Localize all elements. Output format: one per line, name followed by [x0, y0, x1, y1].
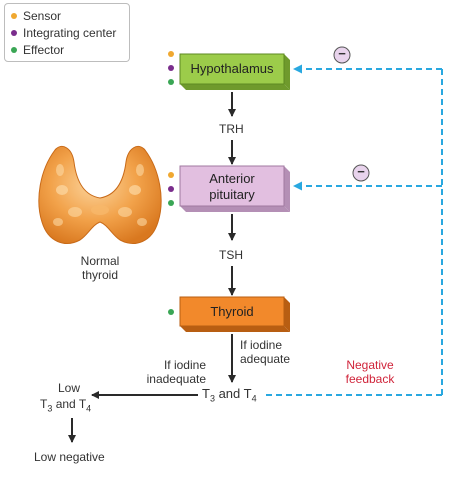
if-iodine-inadequate-line2: inadequate — [146, 372, 206, 386]
integrating-center-dot-icon — [11, 29, 17, 36]
anterior-pituitary-box — [179, 165, 290, 212]
legend-label: Integrating center — [23, 26, 117, 40]
thyroid-label: Thyroid — [210, 304, 254, 319]
integrating-center-dot-icon — [168, 65, 174, 71]
minus-sign-label: − — [338, 46, 346, 61]
t3-t4-and: and T — [214, 386, 252, 401]
negative-feedback-label-line1: Negative — [346, 358, 394, 372]
low-t4-subscript: 4 — [86, 403, 92, 414]
low-t3-t4-and: and T — [52, 397, 87, 411]
legend: Sensor Integrating center Effector — [4, 3, 130, 62]
low-label: Low — [58, 381, 81, 395]
t3-subscript: 3 — [209, 393, 215, 404]
effector-dot-icon — [168, 200, 174, 206]
trh-label: TRH — [219, 122, 244, 136]
effector-dot-icon — [168, 309, 174, 315]
legend-item-effector: Effector — [11, 43, 64, 57]
if-iodine-inadequate-line1: If iodine — [163, 358, 206, 372]
hypothalamus-label: Hypothalamus — [190, 61, 274, 76]
low-t3-t4-label: T3 and T4 — [40, 397, 91, 415]
if-iodine-adequate-line2: adequate — [240, 352, 291, 366]
t4-subscript: 4 — [251, 393, 257, 404]
low-t3-subscript: 3 — [47, 403, 53, 414]
negative-feedback-loop — [266, 64, 443, 396]
minus-sign-label: − — [357, 164, 365, 179]
negative-feedback-label-line2: feedback — [345, 372, 395, 386]
t3-t4-label: T3 and T4 — [202, 387, 257, 406]
sensor-dot-icon — [168, 172, 174, 178]
low-t3-t4-t: T — [40, 397, 48, 411]
integrating-center-dot-icon — [168, 186, 174, 192]
effector-dot-icon — [11, 46, 17, 53]
sensor-dot-icon — [168, 51, 174, 57]
legend-label: Sensor — [23, 9, 62, 23]
hypothalamus-box — [179, 53, 290, 90]
normal-thyroid-label-line1: Normal — [80, 254, 120, 268]
if-iodine-adequate-line1: If iodine — [240, 338, 283, 352]
anterior-pituitary-label-line1: Anterior — [209, 171, 255, 186]
inhibition-minus-icon — [333, 46, 351, 64]
legend-label: Effector — [23, 43, 65, 57]
legend-item-sensor: Sensor — [11, 9, 61, 23]
normal-thyroid-label-line2: thyroid — [81, 268, 119, 282]
effector-dot-icon — [168, 79, 174, 85]
inhibition-minus-icon — [352, 164, 370, 182]
low-negative-label: Low negative — [34, 450, 105, 464]
tsh-label: TSH — [219, 248, 243, 262]
sensor-dot-icon — [11, 12, 17, 19]
t3-t4-t: T — [202, 386, 210, 401]
anterior-pituitary-label-line2: pituitary — [209, 187, 255, 202]
legend-item-integrating-center: Integrating center — [11, 26, 116, 40]
thyroid-box — [179, 296, 290, 332]
thyroid-gland-icon — [38, 146, 162, 244]
